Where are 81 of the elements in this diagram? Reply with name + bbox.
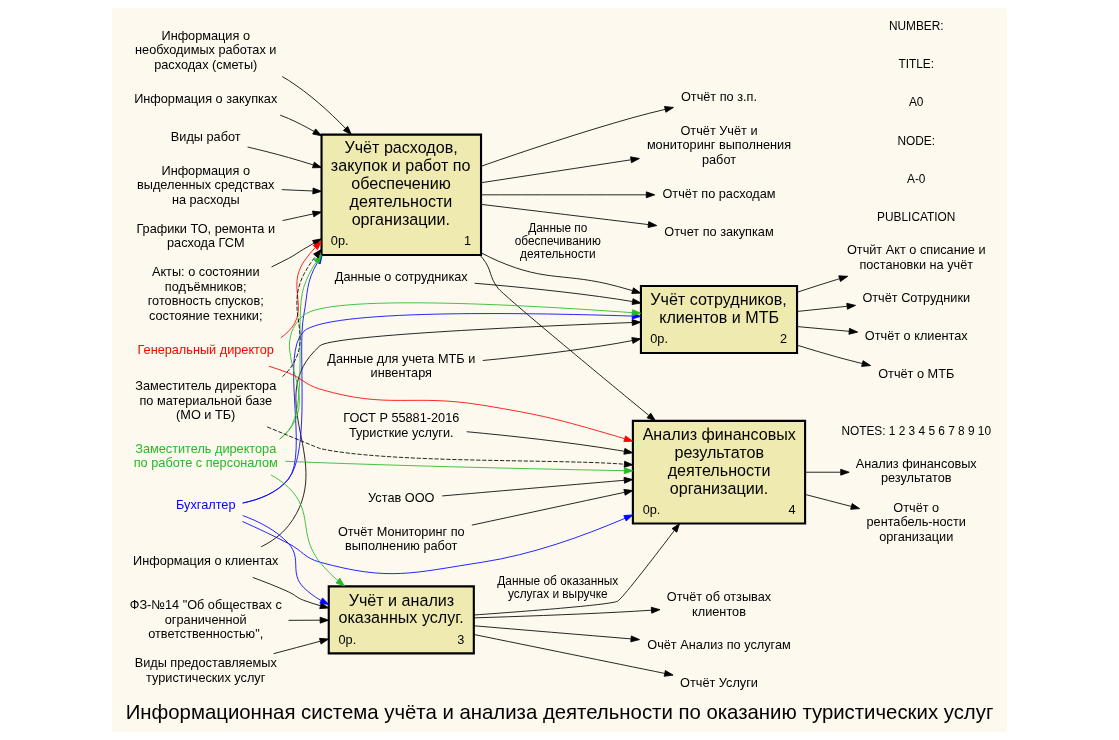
node-text: Информация о необходимых работах и расходах (сметы) [135,28,277,72]
node-text: Графики ТО, ремонта и расхода ГСМ [136,220,276,251]
node-text: Отчёт о клиентах [864,328,968,344]
arrow [804,468,850,476]
node-box: Учёт и анализ оказанных услуг. 0р. 3 [327,585,475,655]
label: A0 [908,95,924,110]
label: TITLE: [898,57,935,72]
arrow [281,76,352,135]
node-text: Отчёт о МТБ [878,366,955,382]
node-text: Отчёт по з.п. [680,89,758,105]
node-text: ФЗ-№14 "Об обществах с ограниченной ответственностью", [129,597,282,642]
arrow [473,625,640,643]
arrow [796,326,859,335]
node-box: Учёт расходов, закупок и работ по обеспечению деятельности организации. 0р. 1 [320,133,483,257]
label: NODE: [897,133,936,148]
arrow [466,431,634,455]
node-text: Отчёт по расходам [662,185,776,201]
arrow [480,191,656,199]
arrow [480,106,674,167]
arrow [247,146,322,169]
arrow [796,302,856,312]
diagram-title: Информационная система учёта и анализа деятельности по оказанию туристических услуг [125,701,994,724]
arrow [242,514,634,575]
arrow [282,210,322,221]
node-text: Информация о выделенных средствах на расходы [137,162,275,207]
arrow [260,319,642,548]
node-text: Отчёт Мониторинг по выполнению работ [337,523,465,554]
arrow [473,634,674,677]
node-text: Отчёт Учёт и мониторинг выполнения работ [646,123,792,167]
node-text: Данные для учета МТБ и инвентаря [327,350,476,381]
node-text: Виды работ [170,128,241,144]
arrow [441,476,634,497]
arrow [482,337,642,361]
node-text: Виды предоставляемых туристических услуг [134,655,277,685]
arrow [471,489,634,526]
node-box: Учёт сотрудников, клиентов и МТБ 0р. 2 [639,284,799,355]
arrow [796,344,871,367]
arrow [281,187,322,195]
node-text: Информация о клиентах [133,553,279,569]
node-text: Данные о сотрудниках [334,268,468,284]
arrow [474,282,642,305]
arrow [796,275,849,293]
arrow [284,460,634,475]
node-text: Информация о закупках [134,90,278,106]
node-text: Отчёт об отзывах клиентов [666,589,772,619]
node-text: Отчёт Сотрудники [862,290,971,306]
arrow [804,494,861,510]
node-text: Устав ООО [368,490,435,506]
arrow [479,254,656,422]
arrow [473,606,661,619]
arrow [242,515,330,605]
node-text: Анализ финансовых результатов [855,455,977,486]
label: NUMBER: [888,18,944,33]
arrow [473,523,680,616]
arrow [288,616,330,624]
node-text: ГОСТ Р 55881-2016 Туристкие услуги. [343,410,460,440]
label: PUBLICATION [877,209,956,224]
node-text: Генеральный директор [137,341,274,357]
arrow [268,365,634,442]
arrow [266,426,634,468]
arrow [273,637,329,655]
node-box: Анализ финансовых результатов деятельности организации. 0р. 4 [631,419,807,525]
arrow [480,156,640,184]
label: NOTES: 1 2 3 4 5 6 7 8 9 10 [841,423,992,438]
arrow [480,203,658,228]
arrow [279,114,322,137]
node-text: Очёт Анализ по услугам [647,637,791,653]
node-text: Отчет по закупкам [664,223,774,239]
label: A-0 [906,171,926,186]
node-text: Отчёт Услуги [680,675,758,691]
edge-label: Данные по обеспечиванию деятельности [514,221,601,261]
node-text: Акты: о состоянии подъёмников; готовность спусков; состояние техники; [147,264,264,323]
node-text: Бухгалтер [176,497,236,513]
node-text: Заместитель директора по работе с персоналом [133,440,278,471]
arrow [480,252,642,294]
node-text: Заместитель директора по материальной базе (МО и ТБ) [135,378,277,423]
node-text: Отчёт о рентабель-ности организации [866,499,966,544]
arrow [270,474,345,587]
arrow [252,577,330,610]
node-text: Отчйт Акт о списание и постановки на учёт [846,242,986,272]
edge-label: Данные об оказанных услугах и выручке [497,574,619,601]
